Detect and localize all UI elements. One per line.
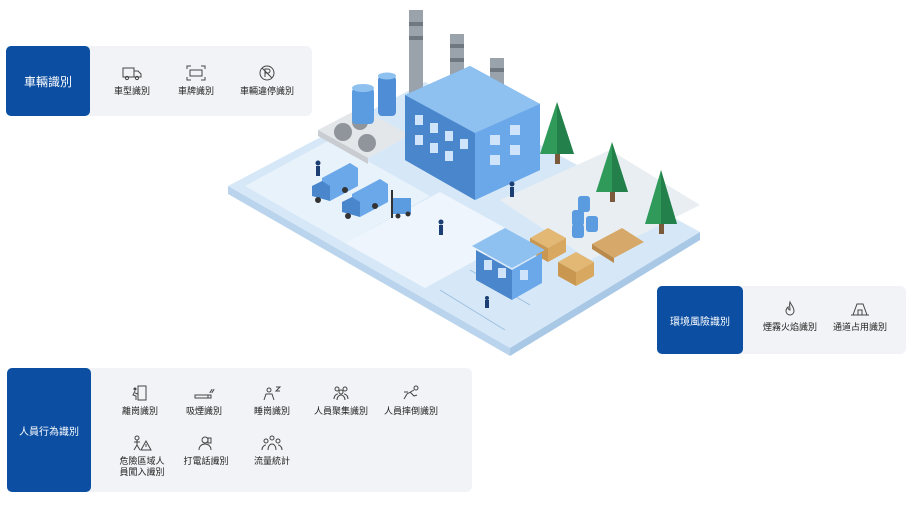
road	[345, 192, 520, 288]
barrels	[572, 196, 598, 238]
danger-zone-label-line1: 危險區域人	[119, 457, 165, 467]
truck	[312, 163, 358, 203]
fall-detection-label: 人員摔倒識別	[383, 407, 438, 417]
vehicle-category-tab[interactable]: 車輛識別	[6, 46, 90, 116]
fall-detection[interactable]: 人員摔倒識別	[378, 384, 444, 418]
equipment-pad	[318, 108, 410, 158]
worker	[315, 160, 321, 176]
tank	[352, 88, 374, 124]
illegal-parking-label: 車輛違停識別	[239, 87, 294, 97]
vehicle-type-label: 車型識別	[113, 87, 150, 97]
tree	[596, 142, 628, 202]
crowd-gathering-recognition[interactable]: 人員聚集識別	[308, 384, 374, 418]
worker	[438, 219, 444, 235]
door-exit-icon	[132, 385, 147, 401]
worker	[509, 181, 515, 197]
phone-call-recognition[interactable]: 打電話識別	[176, 434, 236, 468]
crowd-gathering-label: 人員聚集識別	[313, 407, 368, 417]
environment-category-tab[interactable]: 環境風險識別	[657, 286, 743, 354]
truck	[342, 179, 388, 219]
smoking-recognition[interactable]: 吸煙識別	[176, 384, 232, 418]
danger-zone-intrusion-recognition[interactable]: 危險區域人 員闖入識別	[112, 434, 172, 479]
smoking-label: 吸煙識別	[185, 407, 222, 417]
sleeping-on-duty-label: 睡崗識別	[253, 407, 290, 417]
environment-category-label: 環境風險識別	[670, 316, 730, 328]
guard-house	[472, 228, 545, 300]
pallet	[592, 228, 644, 258]
blocked-passage-icon	[851, 303, 869, 316]
off-post-label: 離崗識別	[121, 407, 158, 417]
license-plate-recognition[interactable]: 車牌識別	[172, 64, 220, 98]
headcount-statistics[interactable]: 流量統計	[244, 434, 300, 468]
cigarette-icon	[194, 388, 215, 399]
illegal-parking-recognition[interactable]: 車輛違停識別	[234, 64, 300, 98]
tank	[378, 76, 396, 116]
license-plate-label: 車牌識別	[177, 87, 214, 97]
danger-zone-label-line2: 員闖入識別	[119, 468, 165, 478]
danger-zone-icon	[133, 435, 152, 451]
tree	[645, 170, 677, 234]
truck-icon	[122, 67, 142, 81]
sleeping-on-duty-recognition[interactable]: 睡崗識別	[244, 384, 300, 418]
worker	[485, 296, 489, 308]
flame-icon	[785, 300, 795, 316]
sleeping-icon	[263, 386, 282, 401]
crowd-icon	[333, 386, 349, 401]
plate-icon	[186, 65, 206, 81]
phone-call-icon	[198, 436, 212, 451]
smoke-fire-recognition[interactable]: 煙霧火焰識別	[758, 300, 822, 334]
passage-occupancy-label: 通道占用識別	[832, 323, 887, 333]
chimney	[409, 10, 423, 102]
smoke-fire-label: 煙霧火焰識別	[762, 323, 817, 333]
falling-person-icon	[403, 385, 419, 400]
vehicle-category-label: 車輛識別	[23, 74, 72, 89]
headcount-icon	[261, 435, 283, 451]
phone-call-label: 打電話識別	[183, 457, 229, 467]
off-post-recognition[interactable]: 離崗識別	[112, 384, 168, 418]
vehicle-type-recognition[interactable]: 車型識別	[108, 64, 156, 98]
passage-occupancy-recognition[interactable]: 通道占用識別	[828, 300, 892, 334]
forklift	[391, 190, 411, 219]
no-parking-icon	[259, 65, 275, 81]
people-category-label: 人員行為識別	[19, 426, 79, 438]
people-category-tab[interactable]: 人員行為識別	[7, 368, 91, 492]
headcount-label: 流量統計	[253, 457, 290, 467]
tree	[540, 102, 574, 164]
